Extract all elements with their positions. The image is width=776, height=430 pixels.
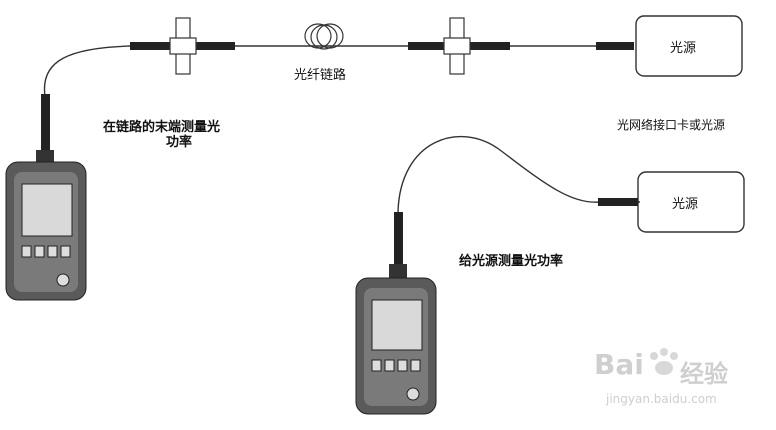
fiber-coil xyxy=(304,23,344,50)
watermark-brand-left: Bai xyxy=(594,348,644,381)
watermark-brand-right: 经验 xyxy=(680,360,728,388)
fiber-connector-bottom-source xyxy=(598,198,638,206)
measure-at-end-label-line1: 在链路的末端测量光 xyxy=(103,120,221,135)
light-source-bottom-label: 光源 xyxy=(672,197,699,212)
watermark-paw-icon xyxy=(650,348,678,375)
power-meter-left xyxy=(5,161,87,301)
light-source-top xyxy=(635,15,743,77)
watermark-url: jingyan.baidu.com xyxy=(606,392,717,406)
fiber-link-label: 光纤链路 xyxy=(294,68,347,83)
meter-right-connector xyxy=(389,212,407,278)
fiber-connectors-top xyxy=(130,42,634,50)
light-source-top-label: 光源 xyxy=(670,41,697,56)
adapter-left xyxy=(169,17,197,75)
meter-left-connector xyxy=(36,94,54,164)
measure-at-end-label-line2: 功率 xyxy=(166,135,193,150)
adapter-right xyxy=(443,17,471,75)
measure-source-label: 给光源测量光功率 xyxy=(459,254,564,269)
nic-or-source-label: 光网络接口卡或光源 xyxy=(617,118,726,132)
power-meter-right xyxy=(355,277,437,415)
